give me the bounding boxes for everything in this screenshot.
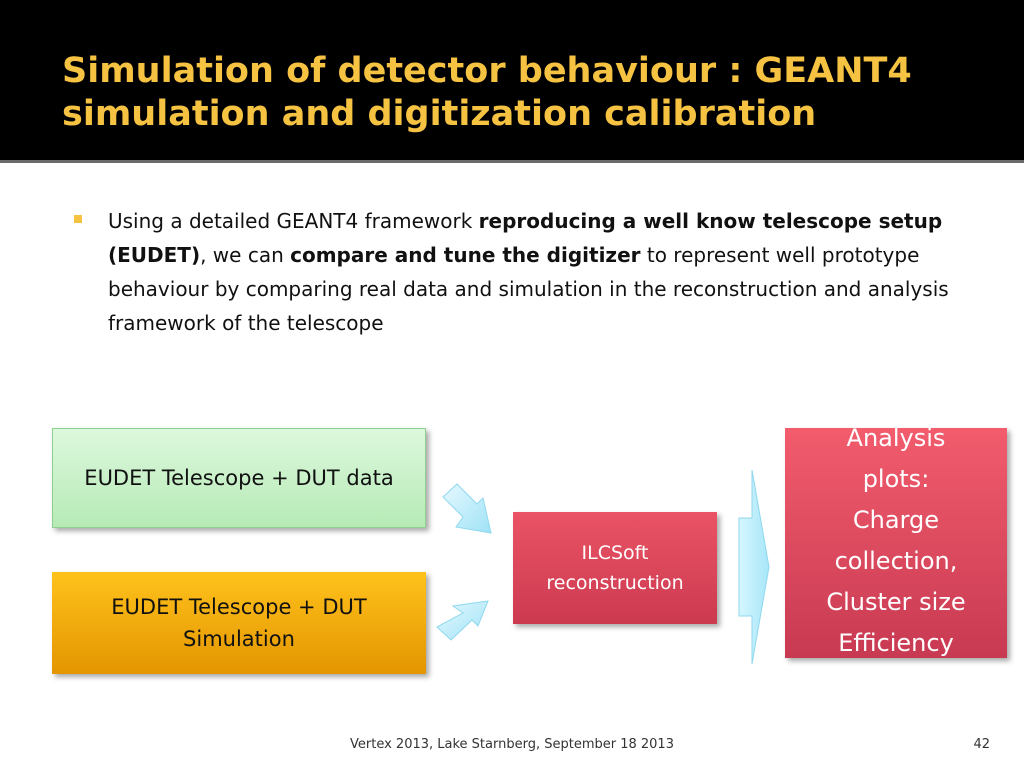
analysis-line-4: collection, <box>834 547 958 575</box>
telescope-simulation-box: EUDET Telescope + DUT Simulation <box>52 572 426 674</box>
analysis-line-1: Analysis <box>846 424 946 452</box>
page-number: 42 <box>973 737 990 752</box>
analysis-plots-box: Analysis plots: Charge collection, Clust… <box>785 424 1007 658</box>
bullet-square-icon <box>74 215 82 223</box>
analysis-line-5: Cluster size <box>826 588 966 616</box>
analysis-line-2: plots: <box>862 465 930 493</box>
slide-title: Simulation of detector behaviour : GEANT… <box>62 50 1002 136</box>
arrow-down-right-icon <box>442 483 492 534</box>
title-bar <box>0 0 1024 160</box>
bullet-paragraph: Using a detailed GEANT4 framework reprod… <box>108 204 988 340</box>
title-divider <box>0 160 1024 163</box>
footer-text: Vertex 2013, Lake Starnberg, September 1… <box>350 737 674 752</box>
analysis-line-3: Charge <box>852 506 940 534</box>
telescope-data-label: EUDET Telescope + DUT data <box>84 466 394 490</box>
bullet-text-2: , we can <box>200 243 291 267</box>
simulation-label-line-2: Simulation <box>183 627 295 651</box>
slide-title-line-1: Simulation of detector behaviour : GEANT… <box>62 51 912 91</box>
bullet-text-1: Using a detailed GEANT4 framework <box>108 209 479 233</box>
bullet-text-3: to represent well prototype behaviour by… <box>108 243 949 335</box>
telescope-data-box: EUDET Telescope + DUT data <box>52 428 426 528</box>
arrow-up-right-icon <box>436 600 489 641</box>
bullet-bold-2: compare and tune the digitizer <box>290 243 641 267</box>
analysis-line-6: Efficiency <box>838 629 954 657</box>
ilcsoft-label-line-2: reconstruction <box>546 572 684 594</box>
ilcsoft-reconstruction-box: ILCSoft reconstruction <box>513 512 717 624</box>
arrow-right-chevron-icon <box>738 469 770 665</box>
simulation-label-line-1: EUDET Telescope + DUT <box>111 595 367 619</box>
slide-title-line-2: simulation and digitization calibration <box>62 94 817 134</box>
bullet-bold-1: reproducing a well know telescope setup … <box>108 209 943 267</box>
ilcsoft-label-line-1: ILCSoft <box>581 542 649 564</box>
